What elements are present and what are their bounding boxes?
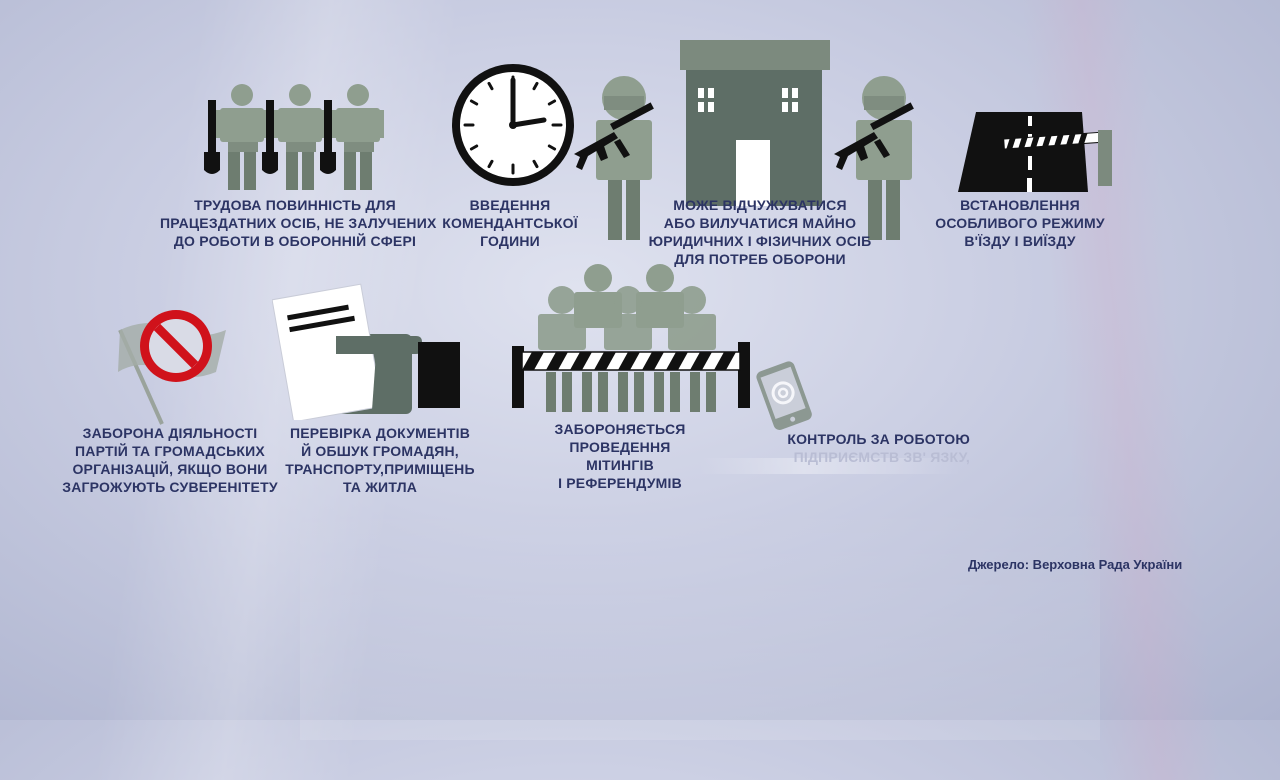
road-barrier-icon [958, 112, 1112, 192]
background-glow [300, 500, 1100, 740]
caption-labor-duty: ТРУДОВА ПОВИННІСТЬ ДЛЯ ПРАЦЕЗДАТНИХ ОСІБ… [160, 197, 437, 249]
workers-with-shovels-icon [204, 84, 384, 190]
caption-document-checks: ПЕРЕВІРКА ДОКУМЕНТІВ Й ОБШУК ГРОМАДЯН, Т… [285, 425, 475, 495]
soldiers-guarding-building-icon [574, 40, 914, 240]
caption-parties-ban: ЗАБОРОНА ДІЯЛЬНОСТІ ПАРТІЙ ТА ГРОМАДСЬКИ… [62, 425, 278, 495]
clock-icon [452, 64, 574, 186]
document-check-icon [272, 283, 460, 420]
caption-telecom-control: КОНТРОЛЬ ЗА РОБОТОЮ ПІДПРИЄМСТВ ЗВ' ЯЗКУ… [787, 431, 970, 465]
caption-entry-exit-regime: ВСТАНОВЛЕННЯ ОСОБЛИВОГО РЕЖИМУ В'ЇЗДУ І … [935, 197, 1105, 249]
caption-rallies-ban: ЗАБОРОНЯЄТЬСЯ ПРОВЕДЕННЯ МІТИНГІВ І РЕФЕ… [554, 421, 686, 491]
banned-flag-icon [118, 310, 226, 425]
caption-property-seizure: МОЖЕ ВІДЧУЖУВАТИСЯ АБО ВИЛУЧАТИСЯ МАЙНО … [648, 197, 872, 267]
phone-email-icon [756, 361, 812, 430]
source-credit: Джерело: Верховна Рада України [968, 557, 1183, 572]
caption-curfew: ВВЕДЕННЯ КОМЕНДАНТСЬКОЇ ГОДИНИ [442, 197, 578, 249]
motion-blur-smear [700, 458, 960, 474]
crowd-behind-barrier-icon [512, 264, 750, 412]
